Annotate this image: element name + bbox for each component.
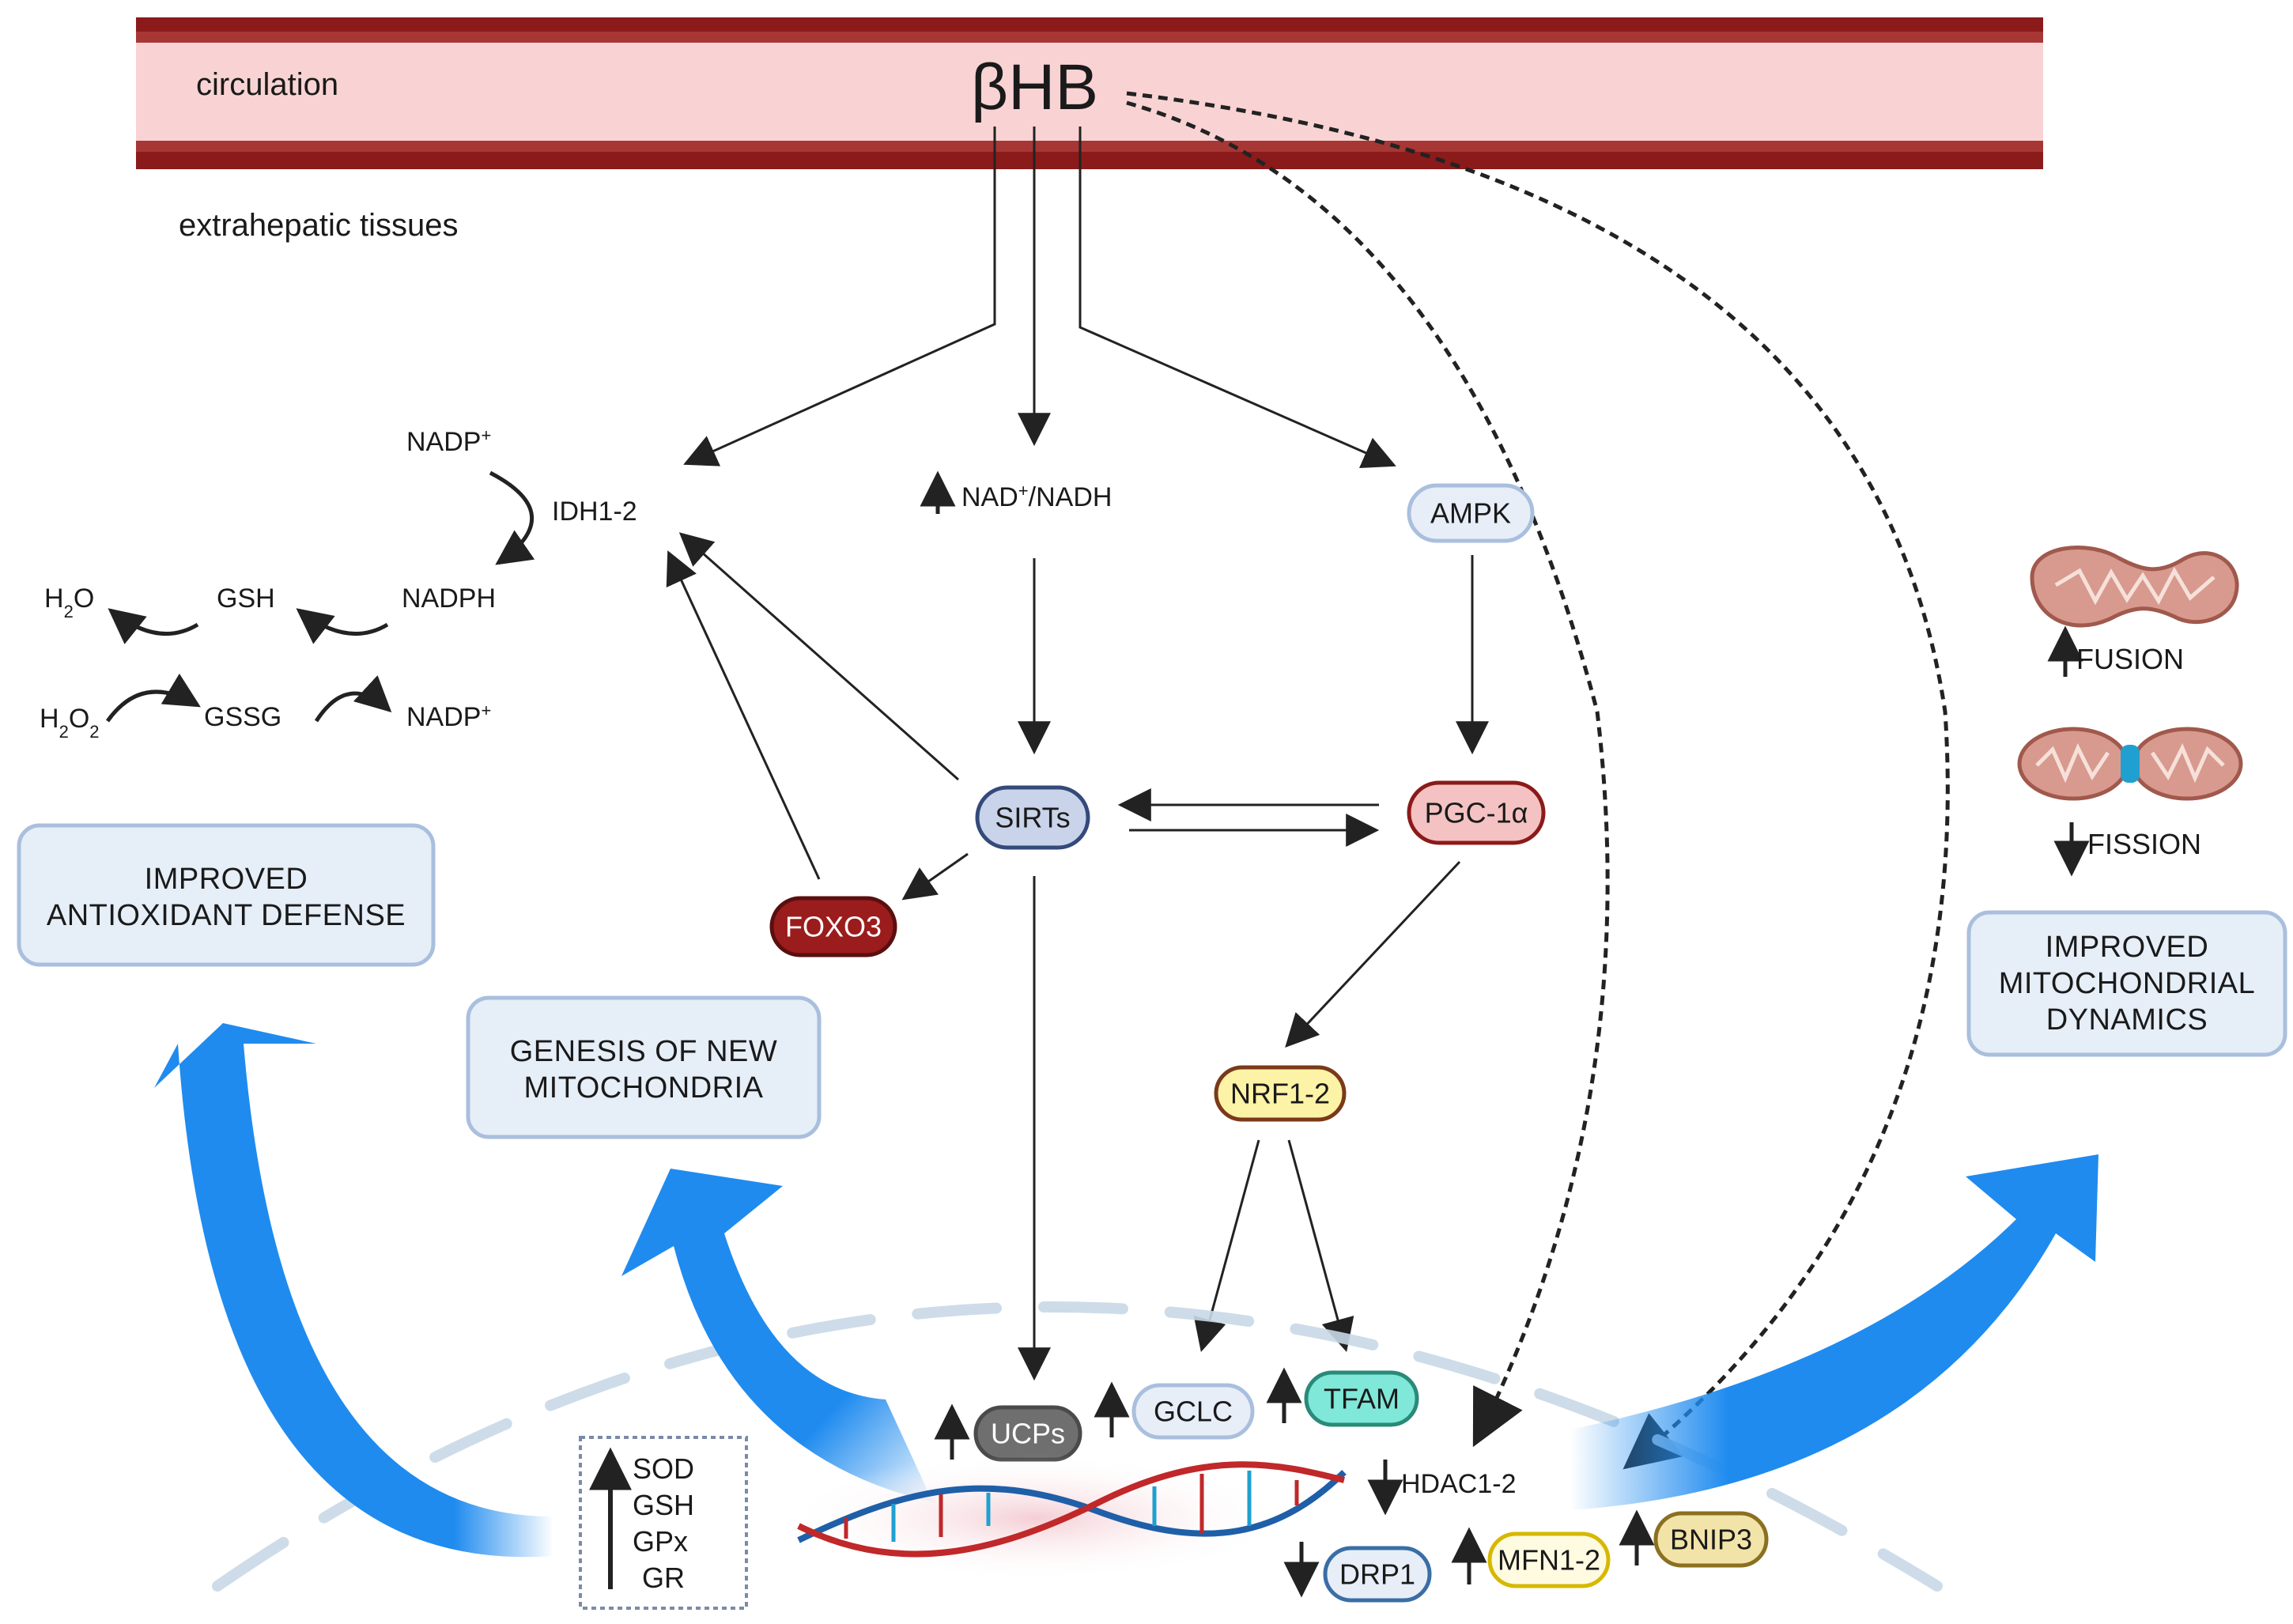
gssg-label: GSSG [204, 702, 281, 732]
bhb-arrows [683, 91, 1950, 1470]
drp1-label: DRP1 [1339, 1558, 1415, 1591]
tfam-label: TFAM [1324, 1383, 1400, 1415]
arrow-sirts-to-idh [678, 532, 959, 781]
gene-hdac: HDAC1-2 [1367, 1460, 1516, 1516]
curve-h2o2-to-gssg [105, 673, 201, 723]
gclc-label: GCLC [1154, 1396, 1233, 1428]
idh-label: IDH1-2 [552, 497, 637, 527]
redox-cycle: NADP+ IDH1-2 NADPH H2O GSH H2O2 GSSG NAD… [40, 425, 637, 742]
h2o2-label: H2O2 [40, 704, 100, 742]
arrow-foxo3-to-idh [666, 550, 821, 880]
nadp-bottom-label: NADP+ [406, 701, 491, 733]
nadp-top-label: NADP+ [406, 425, 491, 458]
arrow-bhb-to-hdac [1126, 100, 1610, 1448]
mitochondrion-fission [2017, 727, 2243, 801]
gene-gclc: GCLC [1094, 1381, 1255, 1440]
antioxidant-gsh: GSH [633, 1489, 694, 1521]
arrow-pgc-to-nrf [1285, 860, 1461, 1048]
circulation-label: circulation [196, 67, 338, 102]
ucps-label: UCPs [991, 1418, 1065, 1450]
nrf-label: NRF1-2 [1230, 1078, 1330, 1110]
node-foxo3: FOXO3 [769, 896, 897, 957]
ampk-label: AMPK [1430, 497, 1511, 530]
nad-ratio-label: NAD+/NADH [961, 481, 1112, 513]
big-arrow-antioxidant [154, 1023, 553, 1558]
gene-bnip3: BNIP3 [1619, 1509, 1769, 1568]
nad-ratio: NAD+/NADH [920, 470, 1112, 514]
outcome-genesis-line2: MITOCHONDRIA [524, 1071, 764, 1105]
mitochondrion-fusion [2030, 546, 2239, 628]
node-sirts: SIRTs [975, 785, 1090, 850]
outcome-dynamics-line1: IMPROVED [2046, 931, 2209, 964]
arrow-bhb-to-idh [683, 127, 996, 466]
node-nrf: NRF1-2 [1214, 1065, 1347, 1122]
arrow-bhb-to-bnip3 [1126, 91, 1950, 1470]
sirts-label: SIRTs [995, 802, 1070, 834]
hdac-label: HDAC1-2 [1401, 1469, 1516, 1499]
curve-gssg-to-nadp [314, 675, 392, 723]
outcome-antioxidant-line1: IMPROVED [145, 863, 308, 896]
outcome-dynamics-box: IMPROVED MITOCHONDRIAL DYNAMICS [1966, 910, 2287, 1057]
antioxidant-gpx: GPx [633, 1525, 688, 1558]
antioxidant-enzymes-box: SOD GSH GPx GR [579, 1436, 748, 1610]
outcome-antioxidant-line2: ANTIOXIDANT DEFENSE [47, 899, 406, 932]
outcome-genesis-box: GENESIS OF NEW MITOCHONDRIA [466, 995, 822, 1139]
arrow-bhb-to-ampk [1079, 127, 1396, 469]
node-pgc: PGC-1α [1407, 780, 1546, 845]
outcome-dynamics-line3: DYNAMICS [2046, 1003, 2208, 1037]
gene-tfam: TFAM [1266, 1367, 1419, 1427]
extrahepatic-label: extrahepatic tissues [179, 208, 459, 243]
nadph-label: NADPH [402, 584, 496, 614]
arrow-nrf-to-tfam [1287, 1139, 1354, 1353]
fission-label: FISSION [2087, 828, 2201, 860]
outcome-genesis-line1: GENESIS OF NEW [510, 1035, 777, 1068]
curve-nadp-to-nadph [489, 470, 535, 565]
big-arrow-dynamics [1570, 1154, 2098, 1510]
curve-nadph-to-gsh [296, 608, 389, 644]
outcome-dynamics-line2: MITOCHONDRIAL [1999, 967, 2256, 1000]
bhb-label: βHB [971, 51, 1098, 123]
gsh-label: GSH [217, 584, 275, 614]
antioxidant-sod: SOD [633, 1452, 694, 1485]
gene-ucps: UCPs [934, 1403, 1082, 1462]
h2o-label: H2O [44, 584, 94, 621]
circulation-vessel [136, 17, 2043, 169]
fusion-label: FUSION [2076, 643, 2184, 675]
pgc-label: PGC-1α [1425, 797, 1528, 829]
foxo3-label: FOXO3 [785, 911, 882, 943]
node-ampk: AMPK [1407, 483, 1535, 543]
gene-drp1: DRP1 [1283, 1542, 1432, 1603]
gene-mfn: MFN1-2 [1451, 1527, 1611, 1588]
big-arrow-genesis [621, 1169, 933, 1502]
bnip3-label: BNIP3 [1670, 1524, 1752, 1556]
arrow-sirts-to-foxo3 [901, 852, 969, 901]
antioxidant-gr: GR [642, 1562, 685, 1594]
dna-helix [783, 1455, 1347, 1581]
curve-gsh-to-h2o [108, 608, 199, 644]
mfn-label: MFN1-2 [1498, 1544, 1600, 1577]
outcome-antioxidant-box: IMPROVED ANTIOXIDANT DEFENSE [17, 823, 436, 967]
pathway-arrows [666, 532, 1489, 1381]
